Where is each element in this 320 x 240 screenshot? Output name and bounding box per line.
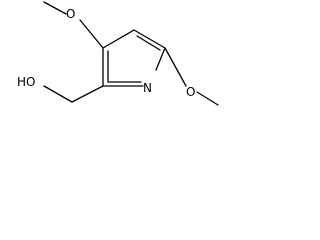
ring-bond-c4-c5 (102, 29, 135, 49)
atom-label-oh: HO (17, 75, 35, 89)
atom-label-o-top: O (66, 7, 75, 21)
atom-label-n: N (143, 81, 152, 95)
bond-c4-o-top (79, 19, 104, 49)
bond-ch2-oh (43, 85, 73, 103)
ring-bond-c6-n (155, 47, 166, 71)
chemical-structure: O N O HO (17, 1, 219, 106)
bond-o-top-methyl (43, 1, 67, 15)
bond-o-right-methyl (196, 91, 219, 106)
atom-label-o-right: O (186, 85, 195, 99)
bond-c6-o-right (164, 47, 187, 87)
ring-bond-c5-c6 (133, 29, 166, 49)
bond-c3-ch2 (71, 85, 104, 103)
ring-double-bond-c5-c6 (136, 35, 161, 51)
